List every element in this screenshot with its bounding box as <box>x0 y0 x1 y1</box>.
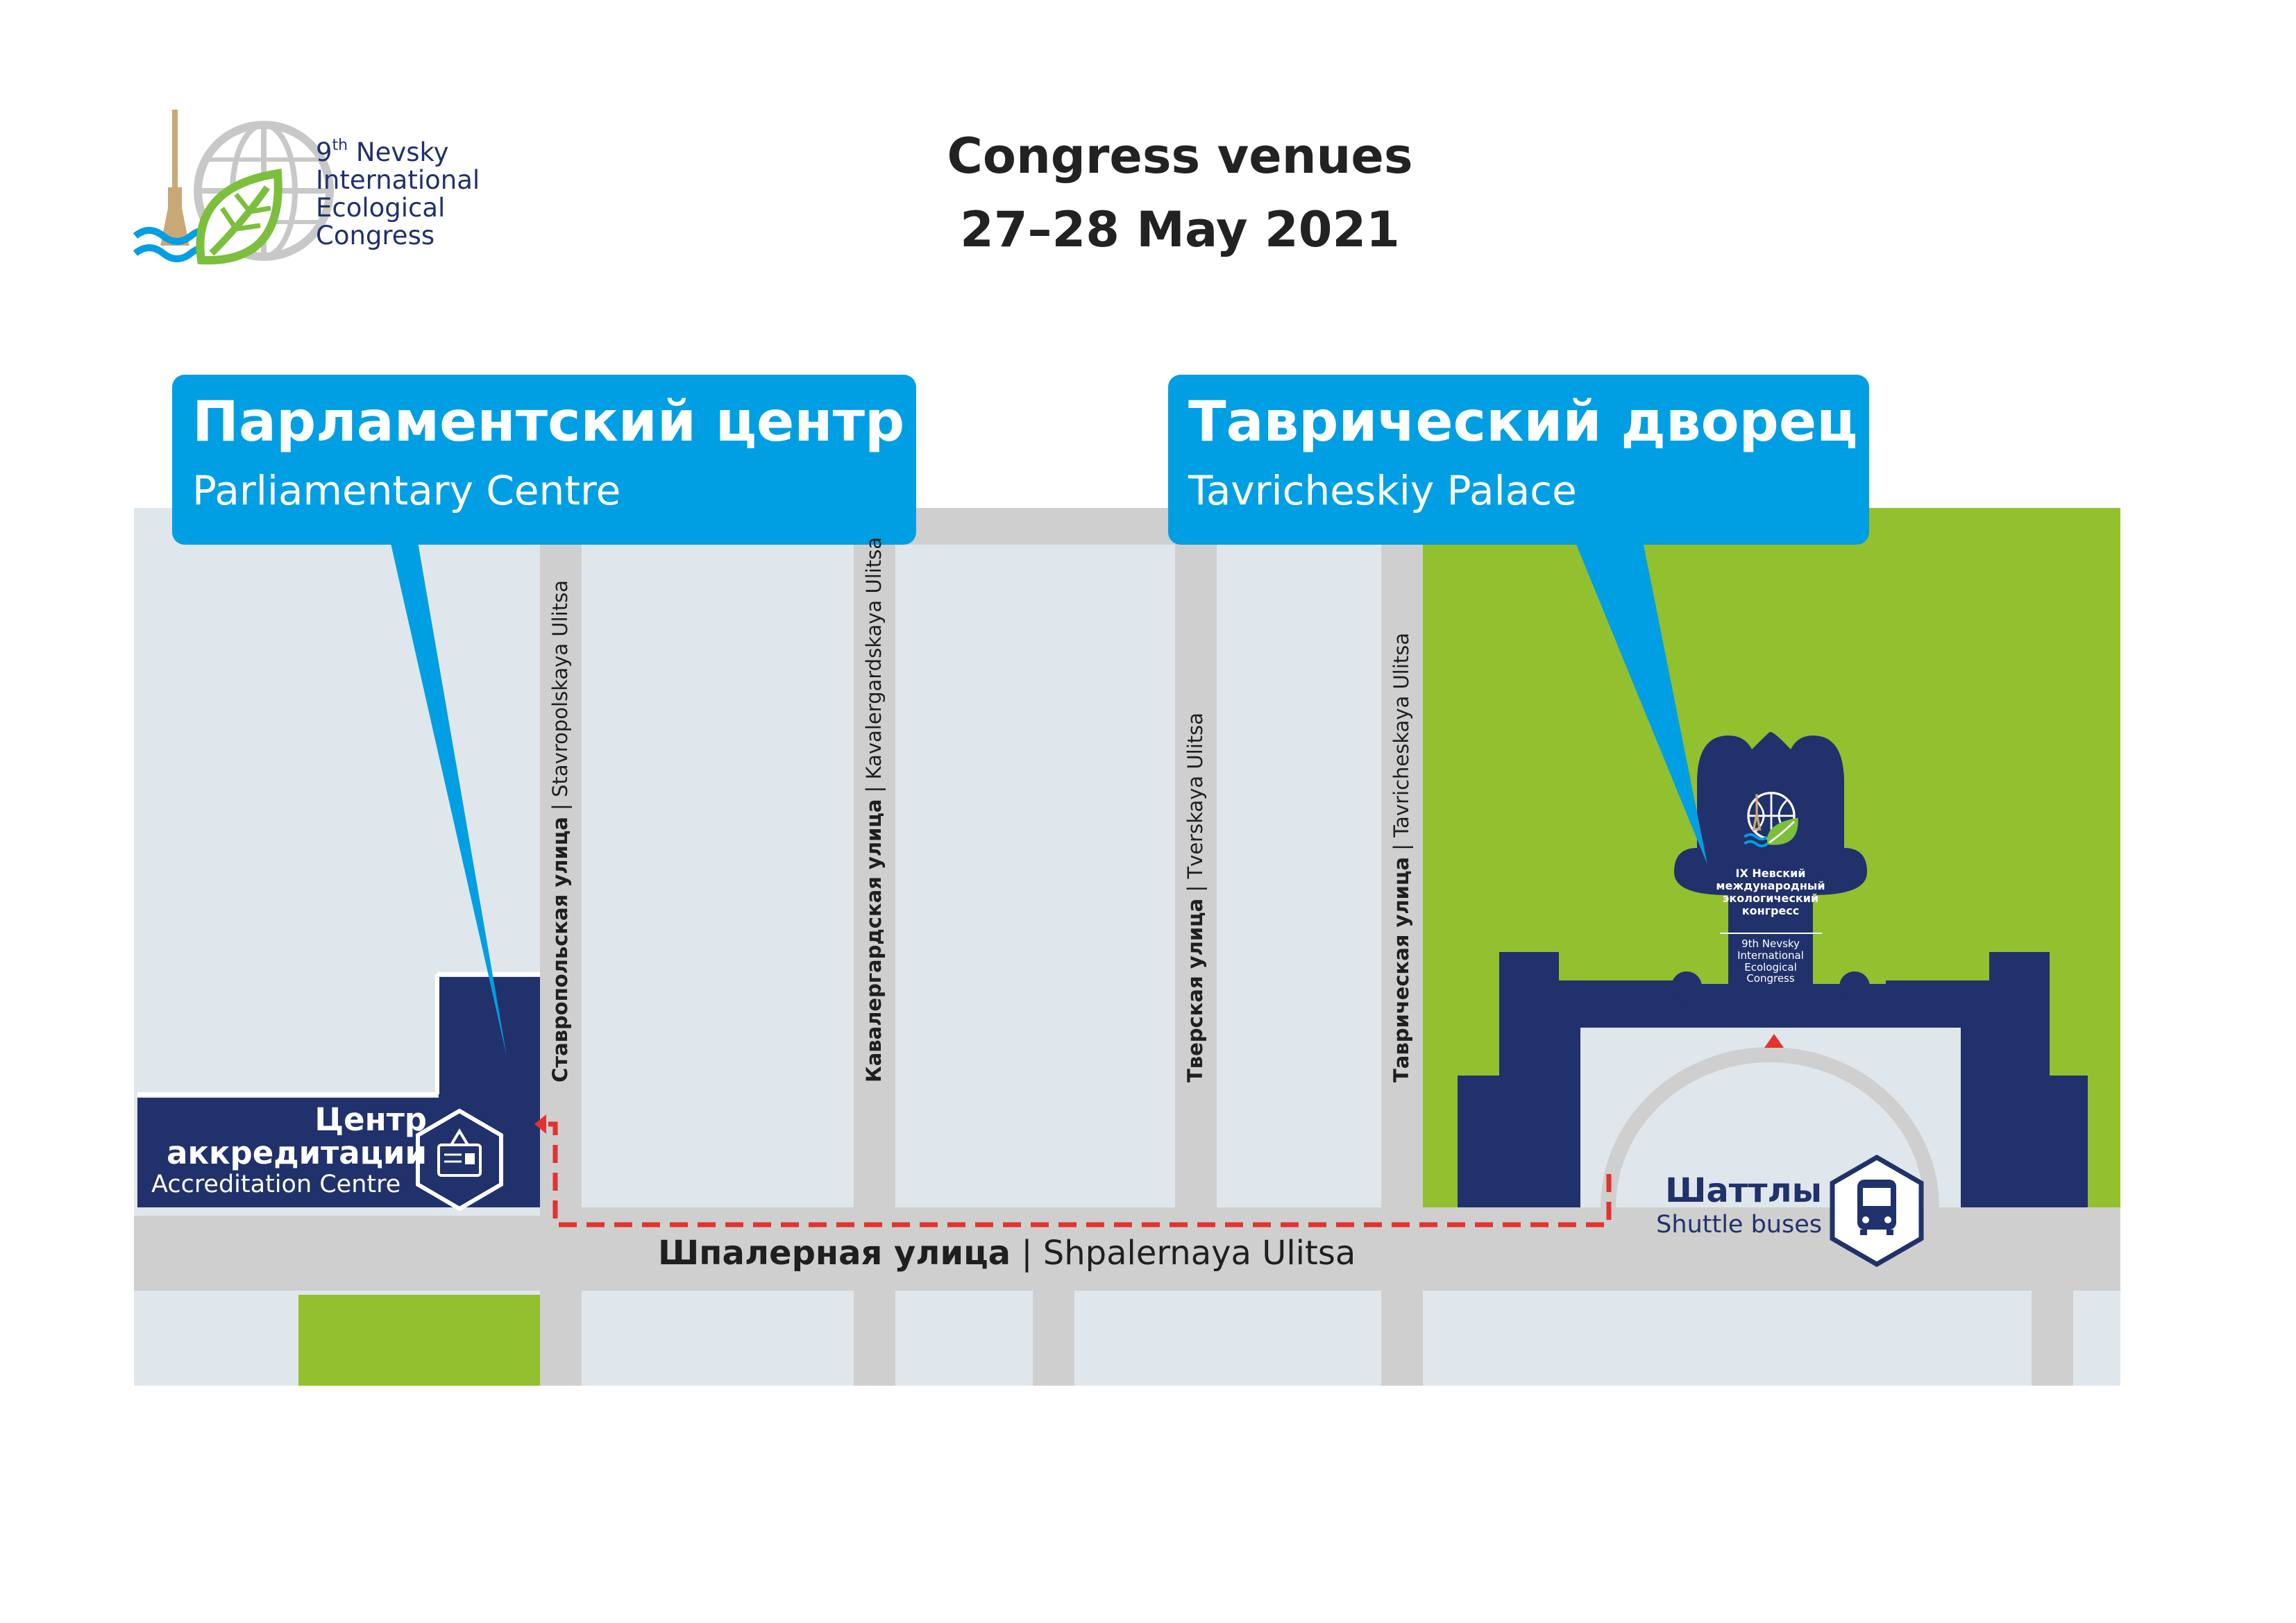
city-block <box>582 1291 854 1386</box>
street-name-en: Kavalergardskaya Ulitsa <box>862 536 886 780</box>
city-block <box>895 1291 1033 1386</box>
street-name-ru: Ставропольская улица <box>548 817 572 1082</box>
palace-sign-text-ru: IX Невский международный экологический к… <box>1694 867 1848 917</box>
street-separator: | <box>1390 837 1413 857</box>
parliamentary-centre-name-en: Parliamentary Centre <box>192 467 621 514</box>
spire-globe-leaf-logo-icon <box>133 110 334 265</box>
logo-line1: 9th Nevsky <box>316 137 480 167</box>
route-arrow-end <box>534 1114 546 1134</box>
palace-turret <box>1839 971 1870 1002</box>
street-label-tavricheskaya: Таврическая улица | Tavricheskaya Ulitsa <box>1390 632 1413 1082</box>
logo-ordinal-suffix: th <box>332 137 348 154</box>
page-subtitle-dates: 27–28 May 2021 <box>960 201 1400 258</box>
street-name-en: Stavropolskaya Ulitsa <box>548 580 572 797</box>
street-name-ru: Таврическая улица <box>1390 856 1413 1082</box>
palace-sign-en-line3: Ecological <box>1744 960 1797 974</box>
street-name-en: Tavricheskaya Ulitsa <box>1390 632 1413 838</box>
tavrichesky-palace-name-ru: Таврический дворец <box>1188 389 1858 454</box>
badge-id-card-icon <box>416 1108 503 1212</box>
street-separator: | <box>1183 878 1207 899</box>
palace-sign-ru-line2: международный <box>1716 878 1825 892</box>
palace-sign-en-line4: Congress <box>1746 972 1795 985</box>
city-block <box>1074 1291 1381 1386</box>
parliamentary-centre-name-ru: Парламентский центр <box>192 389 905 454</box>
palace-sign-en-line2: International <box>1737 949 1804 962</box>
street-name-ru: Кавалергардская улица <box>862 799 886 1082</box>
city-block <box>582 545 854 1207</box>
parliamentary-callout-pointer <box>389 534 507 1056</box>
accreditation-name-en: Accreditation Centre <box>151 1171 401 1198</box>
accreditation-name-ru: Центр аккредитации <box>139 1103 427 1170</box>
street-name-en: Tverskaya Ulitsa <box>1183 712 1207 879</box>
parliamentary-callout <box>172 375 916 545</box>
street-separator: | <box>548 797 572 817</box>
logo-line3: Ecological <box>316 193 446 223</box>
city-block <box>2073 1291 2120 1386</box>
city-block <box>895 545 1175 1207</box>
palace-sign-logo-icon <box>1744 792 1798 848</box>
palace-sign-ru-line4: конгресс <box>1741 903 1800 917</box>
street-separator: | <box>862 779 886 799</box>
accreditation-name-ru-line2: аккредитации <box>167 1135 427 1171</box>
street-label-stavropolskaya: Ставропольская улица | Stavropolskaya Ul… <box>548 580 572 1082</box>
tavrichesky-palace-name-en: Tavricheskiy Palace <box>1188 467 1577 514</box>
logo-text: 9th Nevsky International Ecological Cong… <box>316 137 480 250</box>
page-title: Congress venues <box>947 128 1413 185</box>
street-name-en: Shpalernaya Ulitsa <box>1043 1234 1356 1273</box>
logo-line4: Congress <box>316 221 435 250</box>
palace-sign-ru-line1: IX Невский <box>1735 867 1806 880</box>
accreditation-name-ru-line1: Центр <box>314 1101 427 1138</box>
logo-ordinal: 9 <box>316 137 332 167</box>
city-block <box>1217 545 1381 1207</box>
street-label-kavalergardskaya: Кавалергардская улица | Kavalergardskaya… <box>862 536 886 1082</box>
courtyard-drive <box>1601 1047 1939 1208</box>
city-block <box>1423 1291 2032 1386</box>
route-arrow-end <box>1764 1034 1784 1048</box>
park-south <box>298 1295 540 1386</box>
street-name-ru: Шпалерная улица <box>658 1234 1011 1273</box>
palace-sign-text-en: 9th Nevsky International Ecological Cong… <box>1694 938 1848 985</box>
shuttle-name-ru: Шаттлы <box>1665 1171 1822 1210</box>
logo-line1-rest: Nevsky <box>348 137 449 167</box>
tavrichesky-callout <box>1168 375 1869 545</box>
shuttle-name-en: Shuttle buses <box>1656 1211 1822 1239</box>
palace-sign-en-line1: 9th Nevsky <box>1741 937 1800 950</box>
tavrichesky-callout-pointer <box>1572 534 1707 865</box>
street-name-ru: Тверская улица <box>1183 898 1207 1082</box>
palace-sign-ru-line3: экологический <box>1722 891 1819 905</box>
street-label-shpalernaya: Шпалерная улица | Shpalernaya Ulitsa <box>658 1237 1356 1270</box>
walking-route <box>548 1121 1612 1227</box>
street-label-tverskaya: Тверская улица | Tverskaya Ulitsa <box>1183 712 1207 1082</box>
palace-turret <box>1671 971 1702 1002</box>
logo-line2: International <box>316 165 480 195</box>
street-separator: | <box>1011 1234 1043 1273</box>
palace-dome-sign <box>1674 731 1867 984</box>
bus-icon <box>1830 1154 1924 1268</box>
